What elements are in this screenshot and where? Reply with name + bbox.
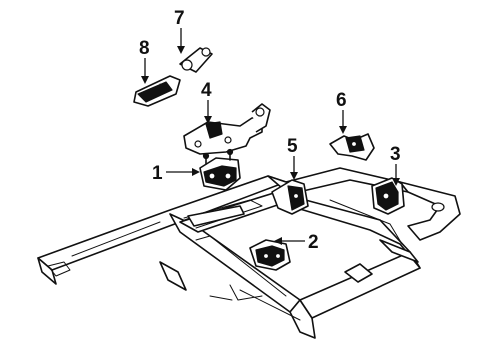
engine-cradle-frame	[37, 167, 461, 339]
part-6-bracket	[329, 133, 375, 161]
callout-7: 7	[174, 8, 185, 54]
part-1-engine-mount	[199, 148, 241, 191]
callout-number: 4	[201, 80, 212, 101]
part-8-bracket	[133, 75, 181, 107]
callout-number: 2	[308, 232, 319, 253]
callout-1: 1	[152, 163, 200, 184]
callout-number: 5	[287, 136, 298, 157]
callout-3: 3	[390, 144, 401, 186]
part-5-mount	[271, 179, 309, 215]
callout-8: 8	[139, 38, 150, 84]
part-7-torque-link	[179, 47, 213, 73]
callout-6: 6	[336, 90, 347, 134]
left-frame-rail	[37, 175, 287, 271]
callout-number: 8	[139, 38, 150, 59]
part-2-mount	[249, 239, 291, 271]
callout-5: 5	[287, 136, 298, 180]
part-4-mount-bracket	[183, 103, 271, 155]
callout-4: 4	[201, 80, 212, 124]
callout-number: 1	[152, 163, 163, 184]
callout-number: 7	[174, 8, 185, 29]
callout-number: 3	[390, 144, 401, 165]
callout-number: 6	[336, 90, 347, 111]
part-3-transmission-mount	[371, 177, 405, 215]
callout-2: 2	[274, 232, 319, 253]
